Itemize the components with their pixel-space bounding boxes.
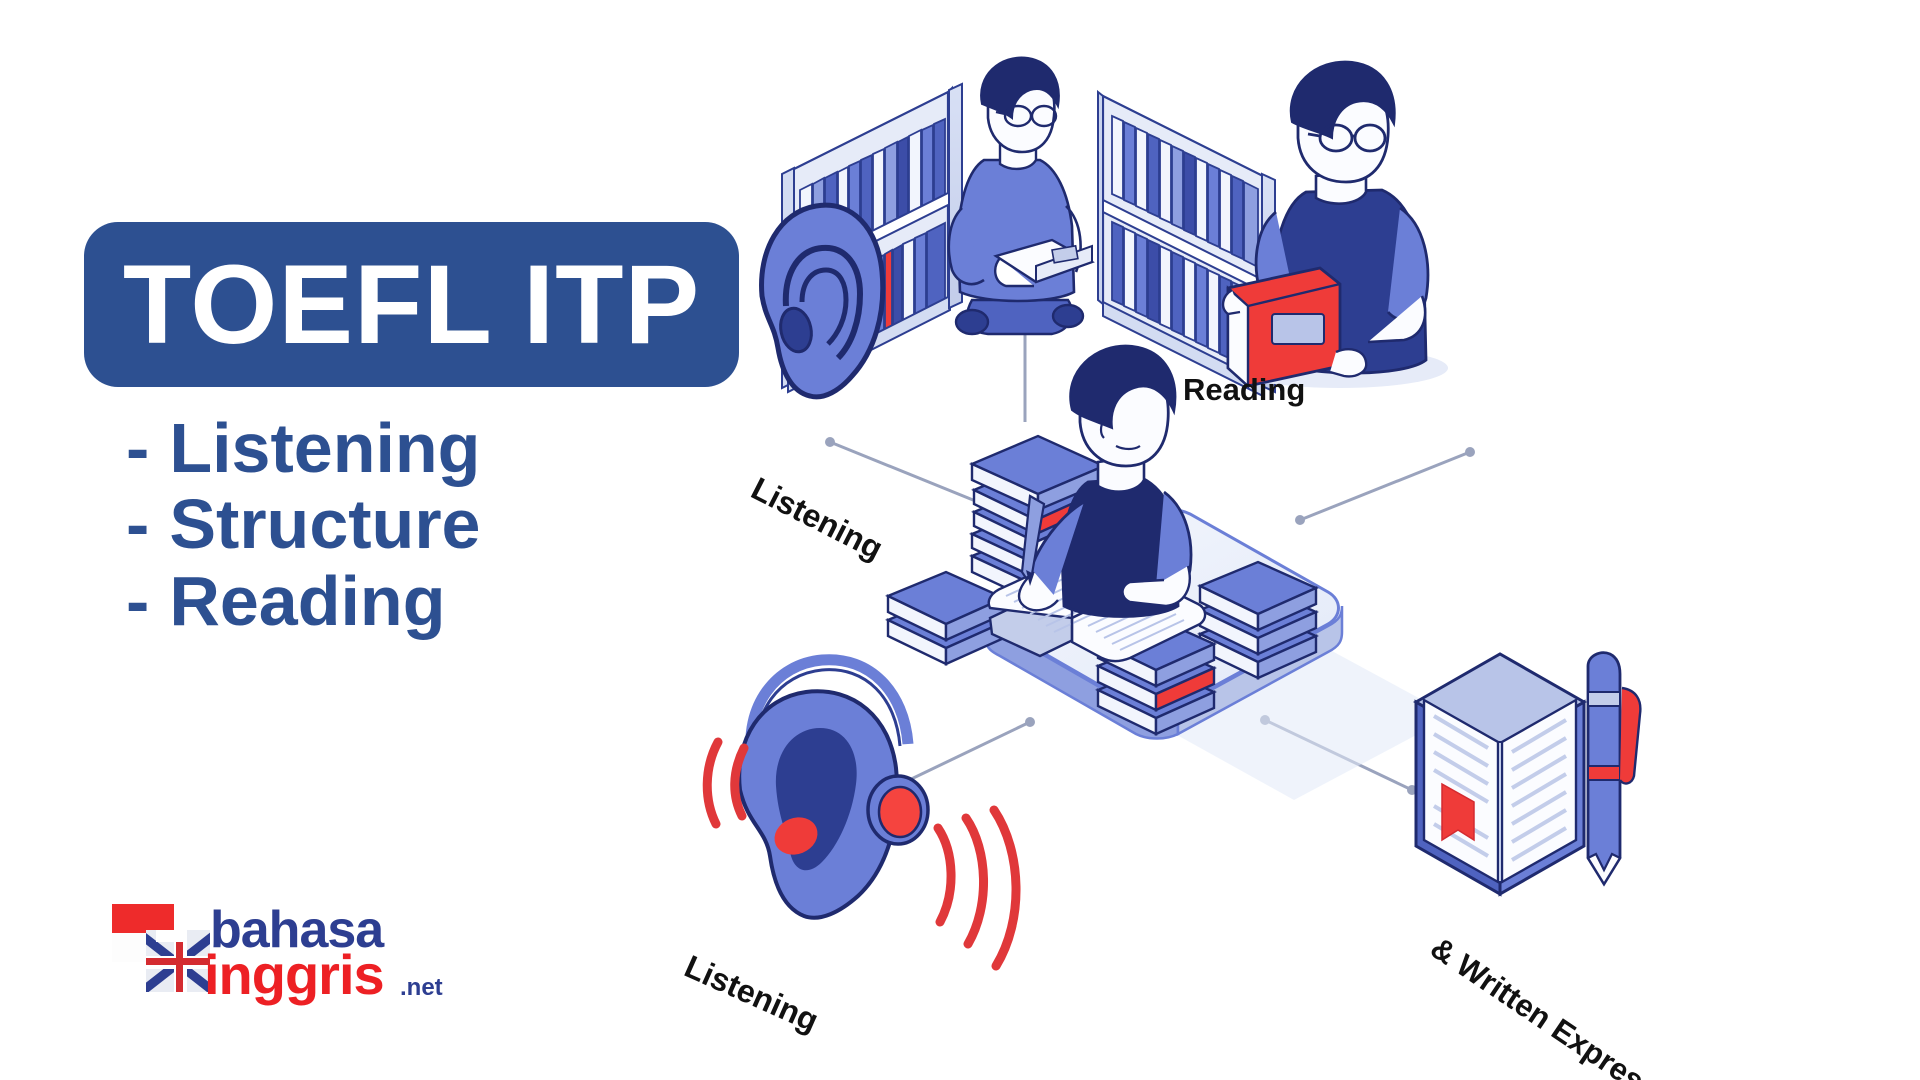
logo-wordmark: bahasa inggris .net <box>204 898 443 1006</box>
bullet-dash: - <box>126 485 150 564</box>
bullet-dash: - <box>126 409 150 487</box>
person-reading-red-book-icon <box>1221 60 1448 389</box>
ear-icon <box>759 202 886 400</box>
logo-word-secondary: inggris <box>204 943 385 1006</box>
label-reading: Reading <box>1183 372 1306 407</box>
list-item-label: Reading <box>169 561 446 640</box>
list-item-label: Listening <box>169 409 481 487</box>
ear-with-headphones-icon <box>702 654 1021 971</box>
illustration-canvas <box>702 56 1642 971</box>
stack-of-books-icon <box>885 570 1007 666</box>
logo-word-primary: bahasa <box>210 901 384 959</box>
brand-logo: bahasa inggris .net <box>112 898 443 1008</box>
section-list: - Listening - Structure - Reading <box>126 410 746 639</box>
left-text-panel: TOEFL ITP - Listening - Structure - Read… <box>0 0 780 1080</box>
pen-icon <box>1586 651 1642 887</box>
list-item: - Reading <box>126 561 746 640</box>
person-writing-at-desk-icon <box>1017 344 1193 618</box>
open-book-with-pen-icon <box>1412 651 1642 897</box>
page-title: TOEFL ITP <box>122 241 701 367</box>
list-item: - Structure <box>126 485 746 564</box>
list-item-label: Structure <box>169 485 481 564</box>
logo-flags <box>112 904 210 994</box>
person-reading-seated-icon <box>947 56 1095 336</box>
pencil-icon <box>1020 494 1046 586</box>
toefl-illustration: Listening Reading Listening & Written Ex… <box>679 0 1920 1080</box>
uk-flag-icon <box>146 930 210 992</box>
bullet-dash: - <box>126 561 150 640</box>
title-badge: TOEFL ITP <box>84 222 739 387</box>
logo-word-tld: .net <box>400 974 443 1001</box>
list-item: - Listening <box>126 409 746 487</box>
